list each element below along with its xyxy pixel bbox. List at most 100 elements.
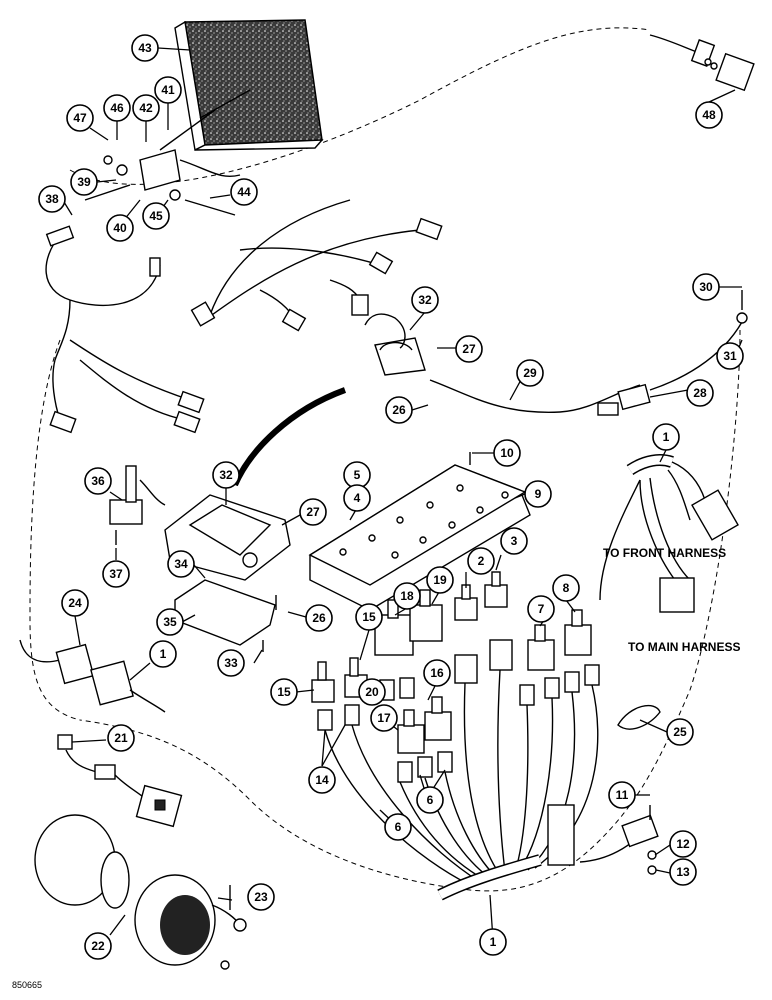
- callout-20: 20: [358, 678, 386, 706]
- callout-23: 23: [247, 883, 275, 911]
- callout-5: 5: [343, 461, 371, 489]
- callout-14: 14: [308, 766, 336, 794]
- svg-text:47: 47: [73, 111, 87, 125]
- callout-41: 41: [154, 76, 182, 104]
- svg-text:6: 6: [395, 820, 402, 834]
- callout-36: 36: [84, 467, 112, 495]
- callout-43: 43: [131, 34, 159, 62]
- callout-11: 11: [608, 781, 636, 809]
- figure-reference: 850665: [12, 980, 42, 990]
- callout-10: 10: [493, 439, 521, 467]
- callout-3: 3: [500, 527, 528, 555]
- callout-8: 8: [552, 574, 580, 602]
- svg-text:5: 5: [354, 468, 361, 482]
- svg-text:1: 1: [663, 430, 670, 444]
- callout-6-left: 6: [384, 813, 412, 841]
- callout-35: 35: [156, 608, 184, 636]
- blower-motor-part: [34, 814, 247, 970]
- callout-9: 9: [524, 480, 552, 508]
- callout-37: 37: [102, 560, 130, 588]
- svg-text:27: 27: [462, 342, 476, 356]
- svg-text:45: 45: [149, 209, 163, 223]
- callout-47: 47: [66, 104, 94, 132]
- callout-12: 12: [669, 830, 697, 858]
- svg-text:11: 11: [616, 788, 629, 802]
- svg-text:23: 23: [254, 890, 268, 904]
- svg-text:10: 10: [500, 446, 514, 460]
- svg-text:15: 15: [362, 610, 376, 624]
- svg-text:34: 34: [174, 557, 188, 571]
- callout-22: 22: [84, 932, 112, 960]
- svg-text:30: 30: [699, 280, 713, 294]
- callout-6-right: 6: [416, 786, 444, 814]
- svg-text:14: 14: [315, 773, 329, 787]
- svg-text:2: 2: [478, 554, 485, 568]
- svg-text:37: 37: [109, 567, 123, 581]
- callout-15-lower: 15: [270, 678, 298, 706]
- fan-switch-bracket-part: [84, 89, 251, 216]
- svg-text:1: 1: [160, 647, 167, 661]
- callout-30: 30: [692, 273, 720, 301]
- svg-text:29: 29: [523, 366, 537, 380]
- callout-28: 28: [686, 379, 714, 407]
- callout-26-lower: 26: [305, 604, 333, 632]
- svg-text:4: 4: [354, 491, 361, 505]
- callout-33: 33: [217, 649, 245, 677]
- svg-text:41: 41: [161, 83, 175, 97]
- svg-text:48: 48: [702, 108, 716, 122]
- callout-48: 48: [695, 101, 723, 129]
- heater-core-part: [174, 19, 324, 152]
- callout-7: 7: [527, 595, 555, 623]
- svg-text:43: 43: [138, 41, 152, 55]
- front-main-harness-part: [599, 454, 739, 875]
- svg-text:22: 22: [91, 939, 105, 953]
- svg-text:18: 18: [400, 589, 414, 603]
- callout-46: 46: [103, 94, 131, 122]
- callout-27-lower: 27: [299, 498, 327, 526]
- callout-27-upper: 27: [455, 335, 483, 363]
- callout-31: 31: [716, 342, 744, 370]
- roof-harness-part: [45, 199, 443, 434]
- callout-17: 17: [370, 704, 398, 732]
- svg-text:35: 35: [163, 615, 177, 629]
- svg-text:26: 26: [392, 403, 406, 417]
- callout-39: 39: [70, 168, 98, 196]
- svg-text:33: 33: [224, 656, 238, 670]
- svg-text:36: 36: [91, 474, 105, 488]
- to-front-harness-label: TO FRONT HARNESS: [603, 546, 726, 560]
- dome-lamp-upper-part: [364, 290, 748, 416]
- svg-text:3: 3: [511, 534, 518, 548]
- svg-text:21: 21: [114, 731, 128, 745]
- callout-25: 25: [666, 718, 694, 746]
- callout-34: 34: [167, 550, 195, 578]
- callout-16: 16: [423, 659, 451, 687]
- door-switch-part: [109, 465, 166, 545]
- harness-connectors-left-part: [19, 639, 183, 828]
- svg-text:7: 7: [538, 602, 545, 616]
- cab-outline: [29, 27, 741, 892]
- svg-text:1: 1: [490, 935, 497, 949]
- svg-text:24: 24: [68, 596, 82, 610]
- svg-text:32: 32: [219, 468, 233, 482]
- svg-text:27: 27: [306, 505, 320, 519]
- svg-text:42: 42: [139, 101, 153, 115]
- svg-text:13: 13: [676, 865, 690, 879]
- callout-45: 45: [142, 202, 170, 230]
- svg-text:28: 28: [693, 386, 707, 400]
- callout-24: 24: [61, 589, 89, 617]
- callout-15-upper: 15: [355, 603, 383, 631]
- svg-text:40: 40: [113, 221, 127, 235]
- svg-text:31: 31: [723, 349, 737, 363]
- svg-text:16: 16: [430, 666, 444, 680]
- callout-29: 29: [516, 359, 544, 387]
- svg-text:38: 38: [45, 192, 59, 206]
- callout-1-front: 1: [652, 423, 680, 451]
- dome-lamp-lower-part: [164, 494, 291, 652]
- svg-text:46: 46: [110, 101, 124, 115]
- svg-text:20: 20: [365, 685, 379, 699]
- callout-21: 21: [107, 724, 135, 752]
- callout-32-lower: 32: [212, 461, 240, 489]
- svg-text:25: 25: [673, 725, 687, 739]
- svg-text:44: 44: [237, 185, 251, 199]
- svg-text:6: 6: [427, 793, 434, 807]
